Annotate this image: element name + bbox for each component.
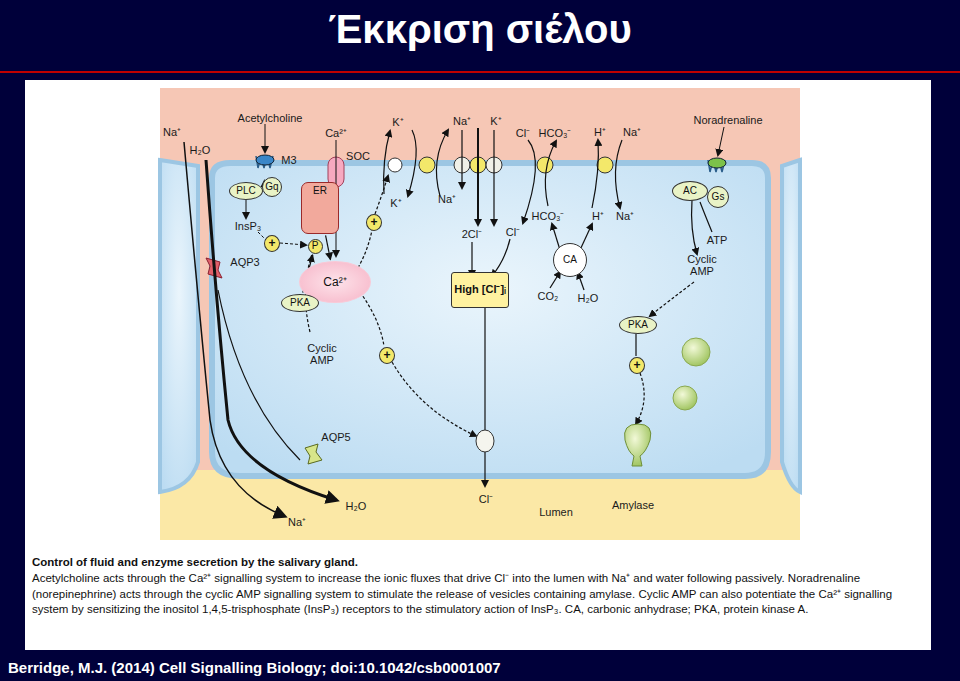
diagram-label: H₂O — [578, 292, 599, 304]
diagram-label: H⁺ — [594, 126, 606, 138]
node-text: + — [383, 349, 390, 362]
diagram-label: SOC — [346, 150, 370, 162]
diagram-label: H₂O — [346, 500, 367, 512]
kinase-oval: PKA — [619, 316, 657, 334]
node-text: Gs — [712, 192, 725, 203]
connector-arrow — [326, 235, 331, 259]
diagram-label: Cyclic AMP — [302, 342, 342, 366]
diagram-label: 2Cl⁻ — [462, 228, 483, 240]
node-text: + — [268, 237, 275, 250]
node-text: CA — [563, 255, 577, 266]
diagram-label: K⁺ — [392, 116, 403, 128]
node-text: PKA — [290, 298, 310, 309]
kinase-oval: PKA — [281, 294, 319, 312]
diagram-label: H₂O — [190, 144, 211, 156]
plus-circle: + — [264, 235, 280, 252]
diagram-label: Lumen — [539, 506, 573, 518]
diagram-label: Cyclic AMP — [682, 253, 722, 277]
phospho-circle: P — [308, 239, 323, 254]
diagram-label: Cl⁻ — [516, 127, 530, 139]
diagram-label: Na⁺ — [288, 516, 306, 528]
enzyme-oval: AC — [672, 181, 708, 201]
node-text: ER — [313, 186, 327, 197]
diagram-label: Ca²⁺ — [325, 127, 347, 139]
diagram-label: M3 — [281, 154, 296, 166]
g-protein-circle: Gq — [262, 177, 282, 197]
diagram-label: Cl⁻ — [479, 493, 493, 505]
enzyme-circle: CA — [553, 243, 587, 277]
diagram-label: ATP — [707, 234, 728, 246]
node-text: High [Cl⁻]ᵢ — [454, 284, 505, 296]
node-text: + — [370, 216, 377, 229]
diagram-label: Noradrenaline — [693, 114, 762, 126]
diagram-label: HCO₃⁻ — [539, 127, 572, 139]
diagram-label: Na⁺ — [163, 126, 181, 138]
diagram-label: Na⁺ — [623, 126, 641, 138]
diagram-label: AQP5 — [321, 431, 350, 443]
diagram-label: AQP3 — [230, 256, 259, 268]
diagram-label: Na⁺ — [616, 210, 634, 222]
caption-heading: Control of fluid and enzyme secretion by… — [32, 556, 358, 568]
plus-circle: + — [379, 347, 395, 364]
node-text: Ca²⁺ — [323, 276, 346, 289]
node-text: Gq — [265, 182, 278, 193]
node-text: AC — [683, 186, 697, 197]
chloride-box: High [Cl⁻]ᵢ — [451, 272, 509, 308]
diagram-label: Cl⁻ — [506, 226, 520, 238]
diagram-label: InsP₃ — [235, 220, 262, 232]
node-text: P — [312, 241, 319, 252]
citation: Berridge, M.J. (2014) Cell Signalling Bi… — [8, 660, 501, 677]
node-text: PKA — [628, 320, 648, 331]
g-protein-circle: Gs — [707, 186, 729, 208]
diagram-label: Na⁺ — [438, 193, 456, 205]
node-text: PLC — [236, 186, 255, 197]
enzyme-oval: PLC — [229, 182, 263, 200]
diagram-label: K⁺ — [390, 197, 401, 209]
diagram-label: Acetylcholine — [238, 112, 303, 124]
plus-circle: + — [366, 214, 382, 231]
diagram-label: H⁺ — [592, 210, 604, 222]
diagram-label: HCO₃⁻ — [532, 210, 565, 222]
diagram-label: K⁺ — [490, 115, 501, 127]
diagram-label: CO₂ — [538, 290, 559, 302]
diagram-label: Amylase — [612, 499, 654, 511]
node-text: + — [633, 359, 640, 372]
caption-body: Acetylcholine acts through the Ca²⁺ sign… — [32, 571, 922, 618]
slide-title: Έκκριση σιέλου — [0, 6, 960, 52]
plus-circle: + — [629, 357, 645, 374]
diagram-label: Na⁺ — [453, 115, 471, 127]
er-box: ER — [301, 182, 339, 234]
